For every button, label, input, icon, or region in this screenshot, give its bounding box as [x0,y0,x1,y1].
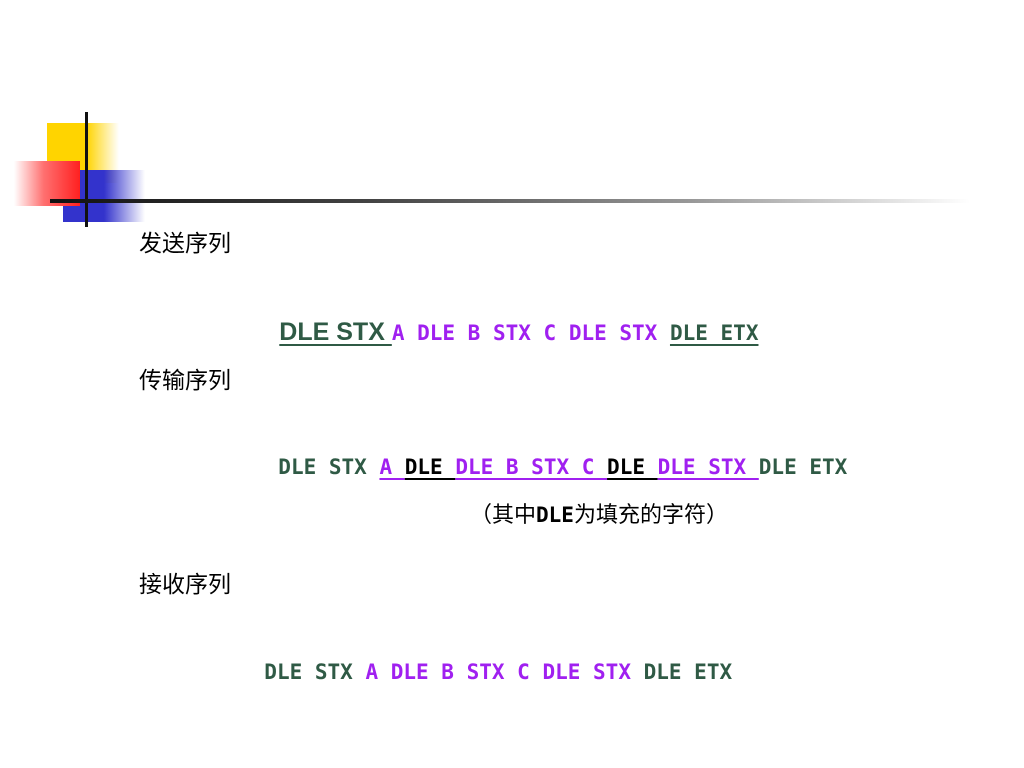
receive-seq-trailer: DLE ETX [643,660,733,684]
transmit-seq-trailer: DLE ETX [758,455,848,479]
decor-horizontal-rule [50,199,970,203]
transmit-seq-stuffed-dle-2: DLE [607,455,658,479]
note-open: （其中 [470,503,537,528]
note-dle: DLE [536,503,574,527]
transmit-sequence-label: 传输序列 [139,368,231,394]
send-sequence-label: 发送序列 [139,231,231,257]
transmit-sequence: DLE STX A DLE DLE B STX C DLE DLE STX DL… [253,431,847,479]
transmit-seq-header: DLE STX [278,455,380,479]
send-seq-data: A DLE B STX C DLE STX [391,321,670,345]
transmit-seq-data-a: A [379,455,405,479]
transmit-seq-stuffed-dle-1: DLE [404,455,456,479]
send-seq-header: DLE STX [279,318,392,346]
stuffing-note: （其中DLE为填充的字符） [470,497,728,529]
decor-red-square [14,161,80,206]
send-sequence: DLE STX A DLE B STX C DLE STX DLE ETX [254,294,758,347]
receive-sequence-label: 接收序列 [139,572,231,598]
receive-sequence: DLE STX A DLE B STX C DLE STX DLE ETX [239,636,732,684]
send-seq-trailer: DLE ETX [669,321,759,345]
receive-seq-data: A DLE B STX C DLE STX [365,660,644,684]
decor-vertical-rule [85,112,88,227]
transmit-seq-data-c: DLE STX [657,455,759,479]
note-rest: 为填充的字符） [573,503,728,528]
receive-seq-header: DLE STX [264,660,366,684]
transmit-seq-data-b: DLE B STX C [455,455,608,479]
